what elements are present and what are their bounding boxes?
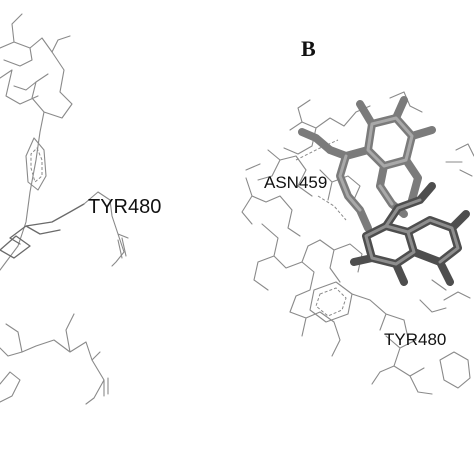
left-tyr-sidechain [83, 191, 129, 267]
panel-letter-b: B [301, 36, 316, 61]
right-tyr480-label: TYR480 [384, 330, 446, 349]
right-panel-wireframe [241, 91, 474, 395]
right-tyr-ring [309, 281, 353, 323]
left-chain [0, 131, 41, 271]
left-lower-residue [0, 313, 105, 405]
left-top-residue [0, 13, 73, 133]
right-lower-residues [371, 335, 425, 385]
left-panel-wireframe [0, 13, 129, 405]
ligand-stick-model-light [298, 96, 436, 232]
left-tyr480-label: TYR480 [88, 196, 161, 218]
ligand-stick-model-dark [350, 182, 470, 286]
asn459-label: ASN459 [264, 173, 327, 192]
right-upper-residues [283, 91, 423, 155]
left-ring [25, 137, 47, 191]
right-mid-residues [253, 223, 321, 313]
